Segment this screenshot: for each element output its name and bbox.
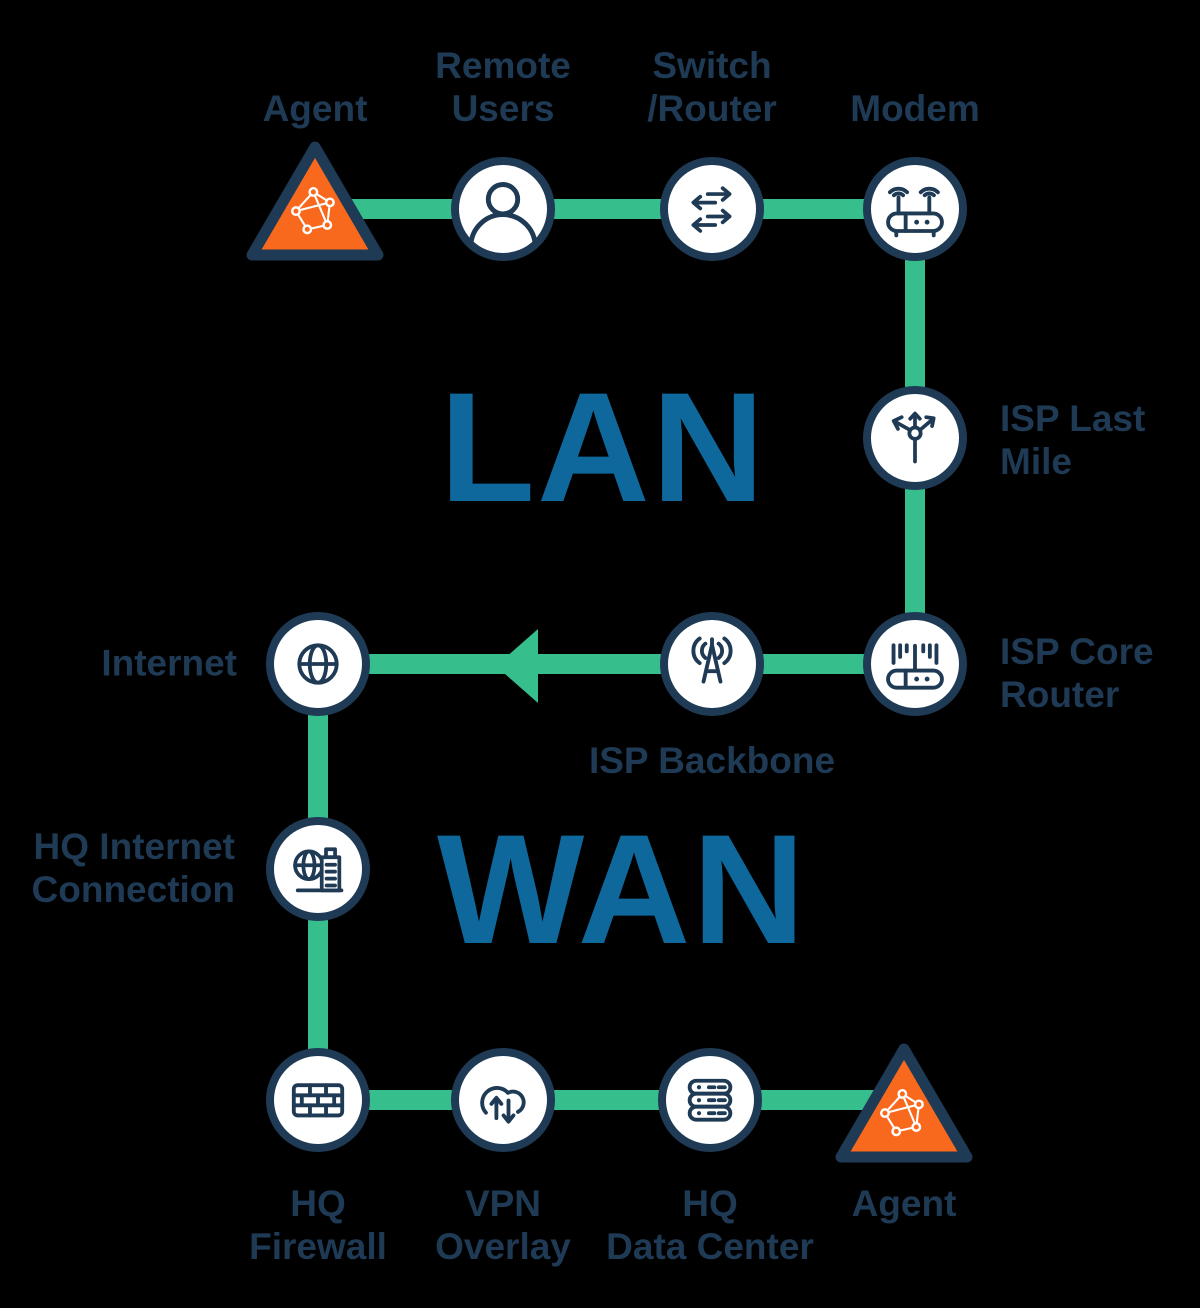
modem-icon bbox=[886, 186, 944, 238]
node-isp-last-mile bbox=[863, 386, 967, 490]
label-isp-last-mile: ISP Last Mile bbox=[1000, 398, 1146, 482]
node-isp-core-router bbox=[863, 612, 967, 716]
network-mesh-icon bbox=[291, 187, 335, 235]
network-mesh-icon bbox=[880, 1089, 924, 1137]
node-remote-users bbox=[451, 157, 555, 261]
node-agent-top bbox=[246, 141, 384, 261]
label-agent-top: Agent bbox=[262, 88, 368, 130]
core-router-icon bbox=[886, 643, 944, 690]
firewall-icon bbox=[291, 1083, 345, 1118]
globe-icon bbox=[297, 643, 339, 685]
connector-last-mile-core-router bbox=[905, 436, 925, 666]
globe-building-icon bbox=[293, 847, 344, 893]
label-hq-internet-connection: HQ Internet Connection bbox=[31, 826, 235, 910]
user-icon bbox=[468, 182, 538, 250]
node-hq-internet-connection bbox=[266, 817, 370, 921]
label-switch-router: Switch /Router bbox=[647, 45, 777, 130]
connector-hq-connection-firewall bbox=[308, 867, 328, 1102]
lan-region-label: LAN bbox=[439, 361, 767, 535]
node-hq-data-center bbox=[658, 1048, 762, 1152]
node-internet bbox=[266, 612, 370, 716]
connector-modem-last-mile bbox=[905, 207, 925, 440]
label-agent-bottom: Agent bbox=[851, 1183, 957, 1224]
server-stack-icon bbox=[687, 1078, 733, 1122]
node-modem bbox=[863, 157, 967, 261]
node-hq-firewall bbox=[266, 1048, 370, 1152]
label-hq-firewall: HQ Firewall bbox=[249, 1183, 387, 1267]
label-modem: Modem bbox=[850, 88, 980, 130]
radio-tower-icon bbox=[691, 636, 733, 684]
label-isp-core-router: ISP Core Router bbox=[1000, 631, 1154, 715]
switch-arrows-icon bbox=[691, 186, 732, 233]
label-vpn-overlay: VPN Overlay bbox=[435, 1183, 571, 1267]
node-isp-backbone bbox=[660, 612, 764, 716]
branch-arrows-icon bbox=[891, 411, 936, 464]
label-isp-backbone: ISP Backbone bbox=[588, 740, 836, 781]
node-switch-router bbox=[660, 157, 764, 261]
node-vpn-overlay bbox=[451, 1048, 555, 1152]
label-remote-users: Remote Users bbox=[435, 45, 571, 130]
cloud-sync-icon bbox=[480, 1086, 526, 1124]
node-agent-bottom bbox=[835, 1043, 973, 1163]
arrowhead-toward-internet bbox=[496, 629, 538, 703]
label-hq-data-center: HQ Data Center bbox=[606, 1183, 814, 1267]
wan-region-label: WAN bbox=[437, 803, 807, 977]
label-internet: Internet bbox=[101, 642, 237, 684]
